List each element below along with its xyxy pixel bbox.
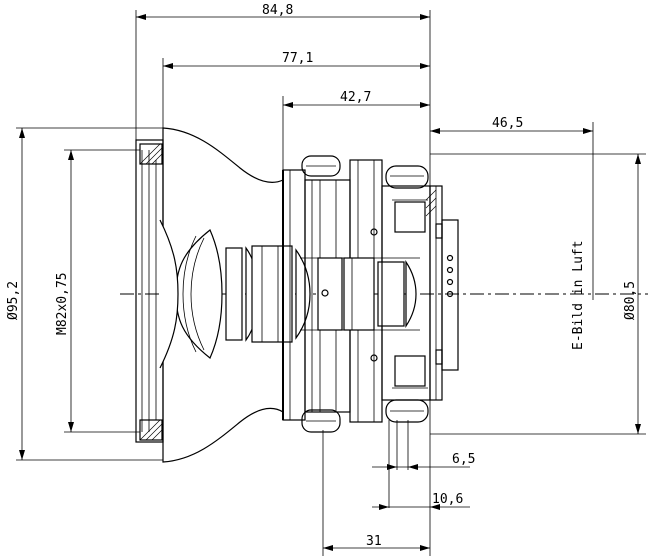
- dim-front-diameter: Ø95,2: [6, 281, 21, 320]
- image-plane-label: E-Bild in Luft: [571, 240, 586, 350]
- element-2: [225, 247, 243, 341]
- dim-front-section: 42,7: [340, 90, 371, 105]
- dim-rear-diameter: Ø80,5: [623, 281, 638, 320]
- dimension-lines: [16, 10, 646, 556]
- aperture-knob-bottom: [301, 409, 341, 433]
- front-element: [175, 229, 223, 359]
- dim-filter-thread: M82x0,75: [55, 272, 70, 335]
- lens-body: [135, 127, 459, 463]
- dim-back-focal: 46,5: [492, 116, 523, 131]
- dim-overall-length: 84,8: [262, 3, 293, 18]
- rear-knob-top: [385, 165, 429, 189]
- dim-flange-b: 10,6: [432, 492, 463, 507]
- dim-flange-a: 6,5: [452, 452, 475, 467]
- front-ring: [135, 139, 164, 443]
- aperture-knob-top: [301, 155, 341, 177]
- dim-length-mount: 77,1: [282, 51, 313, 66]
- dim-rear-length: 31: [366, 534, 382, 549]
